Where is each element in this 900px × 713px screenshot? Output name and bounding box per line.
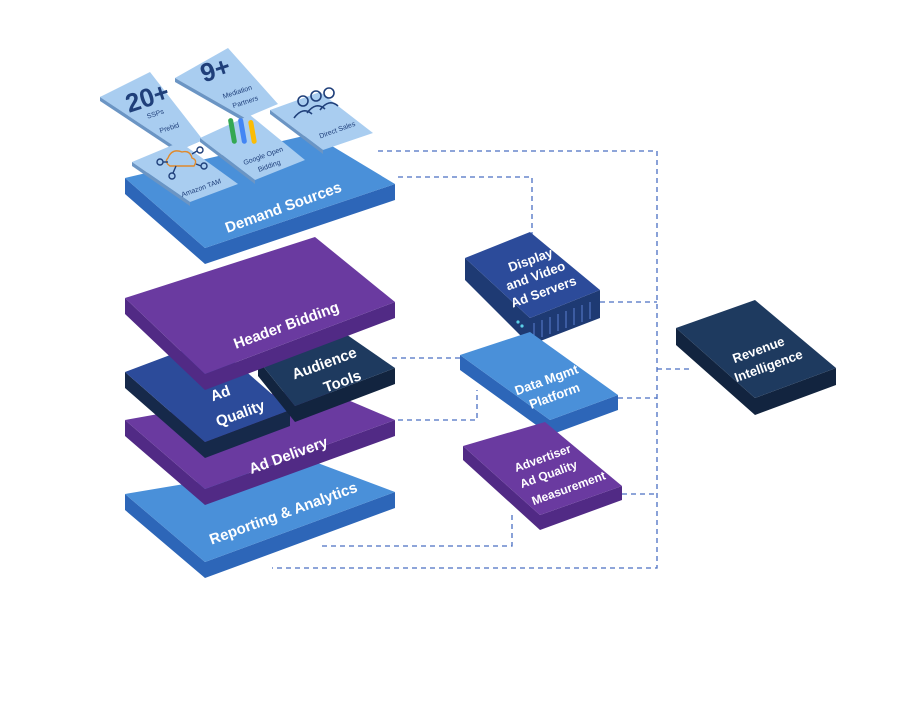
connector-lines <box>272 150 690 569</box>
tile-amazon-tam: Amazon TAM <box>132 142 238 206</box>
tile-mediation: 9+ Mediation Partners <box>175 48 278 122</box>
connector-demand-adservers <box>398 176 533 248</box>
tile-google-open-bidding: Google Open Bidding <box>200 115 305 184</box>
server-icon <box>516 302 591 340</box>
header-bidding-layer: Header Bidding <box>125 237 395 390</box>
dmp-block: Data Mgmt Platform <box>460 332 618 435</box>
ad-servers-block: Display and Video Ad Servers <box>465 232 600 345</box>
network-icon <box>156 146 208 180</box>
connector-addelivery-dmp <box>398 390 478 421</box>
demand-tiles: 20+ SSPs Prebid 9+ Mediation Partners <box>100 48 373 206</box>
advertiser-block: Advertiser Ad Quality Measurement <box>463 422 622 530</box>
ad-quality-label-1: Ad <box>208 382 233 405</box>
revenue-intelligence-block: Revenue Intelligence <box>676 300 836 415</box>
people-icon <box>293 87 339 119</box>
tile-direct-sales: Direct Sales <box>270 87 373 154</box>
ad-quality-layer: Ad Quality <box>125 340 290 458</box>
google-bars-icon <box>228 118 257 144</box>
connector-demand-outer <box>272 150 658 569</box>
tile-ssps: 20+ SSPs Prebid <box>100 72 203 154</box>
connector-reporting-advertiser <box>322 512 513 547</box>
